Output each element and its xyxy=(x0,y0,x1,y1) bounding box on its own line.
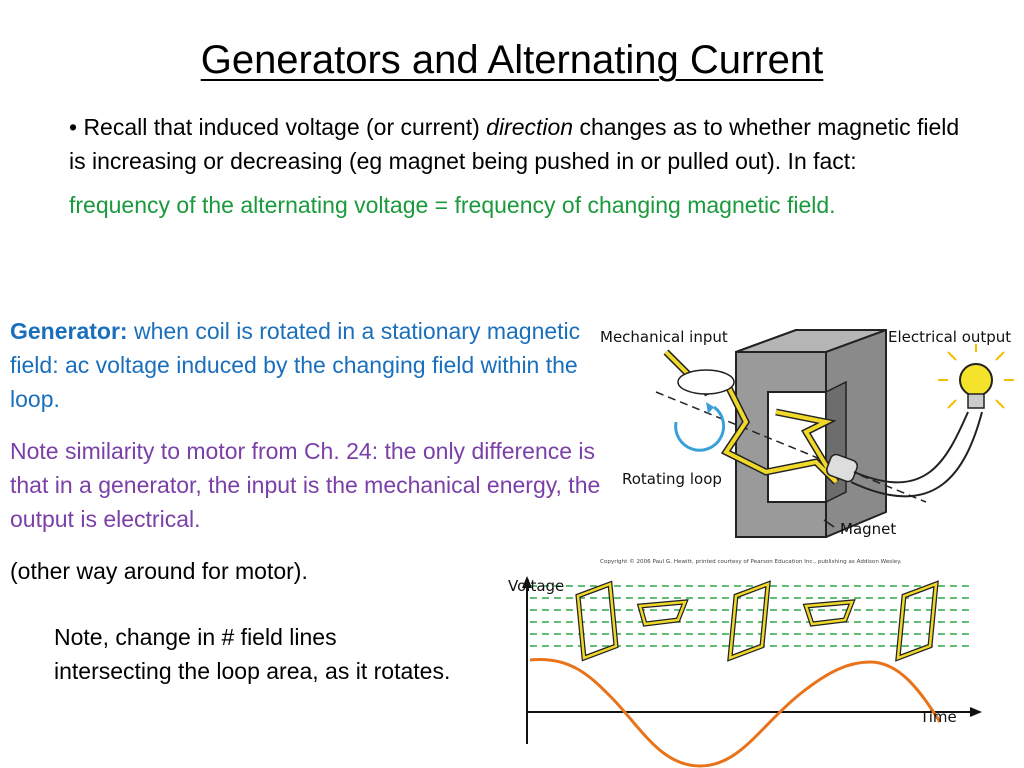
ac-voltage-wave xyxy=(529,657,942,768)
motor-note: (other way around for motor). xyxy=(10,558,308,584)
intro-prefix: • Recall that induced voltage (or curren… xyxy=(69,114,487,140)
intro-emphasis: direction xyxy=(486,114,574,140)
generator-text: when coil is rotated in a stationary mag… xyxy=(10,318,581,412)
magnet-icon xyxy=(735,329,887,538)
hand-icon xyxy=(677,369,735,395)
field-lines-note: Note, change in # field lines intersecti… xyxy=(54,624,451,684)
page-title: Generators and Alternating Current xyxy=(200,38,824,82)
voltage-time-diagram: Voltage Time xyxy=(508,576,982,768)
intro-bullet: • Recall that induced voltage (or curren… xyxy=(69,110,969,222)
time-axis-label: Time xyxy=(919,708,957,726)
rotating-loop-label: Rotating loop xyxy=(622,470,722,488)
light-bulb-icon xyxy=(938,344,1014,409)
generator-diagram: Mechanical input Electrical output Rotat… xyxy=(600,328,1014,565)
voltage-axis-label: Voltage xyxy=(508,577,564,595)
generator-definition: Generator: when coil is rotated in a sta… xyxy=(10,314,610,416)
mechanical-input-label: Mechanical input xyxy=(600,328,728,346)
generator-label: Generator: xyxy=(10,318,128,344)
intro-suffix: changes as to whether magnetic field is … xyxy=(69,114,960,174)
electrical-output-label: Electrical output xyxy=(888,328,1011,346)
field-lines xyxy=(530,585,970,647)
copyright-text: Copyright © 2006 Paul G. Hewitt, printed… xyxy=(600,558,902,565)
magnet-label: Magnet xyxy=(840,520,896,538)
frequency-statement: frequency of the alternating voltage = f… xyxy=(69,192,836,218)
similarity-note: Note similarity to motor from Ch. 24: th… xyxy=(10,438,601,532)
intro-paragraph: • Recall that induced voltage (or curren… xyxy=(69,110,969,178)
rotation-arrow-icon xyxy=(674,405,726,452)
